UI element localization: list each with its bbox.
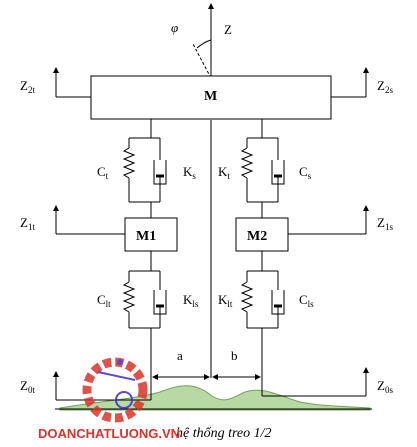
ks-label: Ks [183,164,196,181]
z1t-label: Z1t [20,215,35,232]
dim-b-label: b [231,348,238,363]
cls-label: Cls [299,292,314,309]
watermark-text: DOANCHATLUONG.VN [38,426,180,441]
upper-right-suspension [240,119,285,218]
dim-a-label: a [177,348,183,363]
m2-label: M2 [247,229,267,244]
upper-left-suspension [122,119,167,218]
z0s-label: Z0s [377,378,393,395]
z2s-label: Z2s [377,78,393,95]
ct-label: Ct [97,164,109,181]
klt-label: Klt [218,292,233,309]
lower-right-tire-model [240,251,285,396]
z2t-label: Z2t [20,78,35,95]
sprung-mass-box [90,75,332,120]
pitch-angle-ray [192,43,212,79]
z1s-label: Z1s [377,215,393,232]
pitch-angle-arc [196,39,212,49]
lower-left-tire-model [122,251,167,400]
cs-label: Cs [299,164,312,181]
watermark-logo [82,357,148,423]
road-profile [59,385,371,411]
z0t-label: Z0t [20,378,35,395]
kt-label: Kt [218,164,230,181]
sprung-mass-label: M [204,89,217,104]
m1-label: M1 [136,229,156,244]
z-axis-label: Z [224,22,232,37]
clt-label: Clt [97,292,111,309]
kls-label: Kls [183,292,199,309]
caption: hệ thống treo 1/2 [176,426,272,441]
pitch-angle-label: φ [171,20,178,35]
